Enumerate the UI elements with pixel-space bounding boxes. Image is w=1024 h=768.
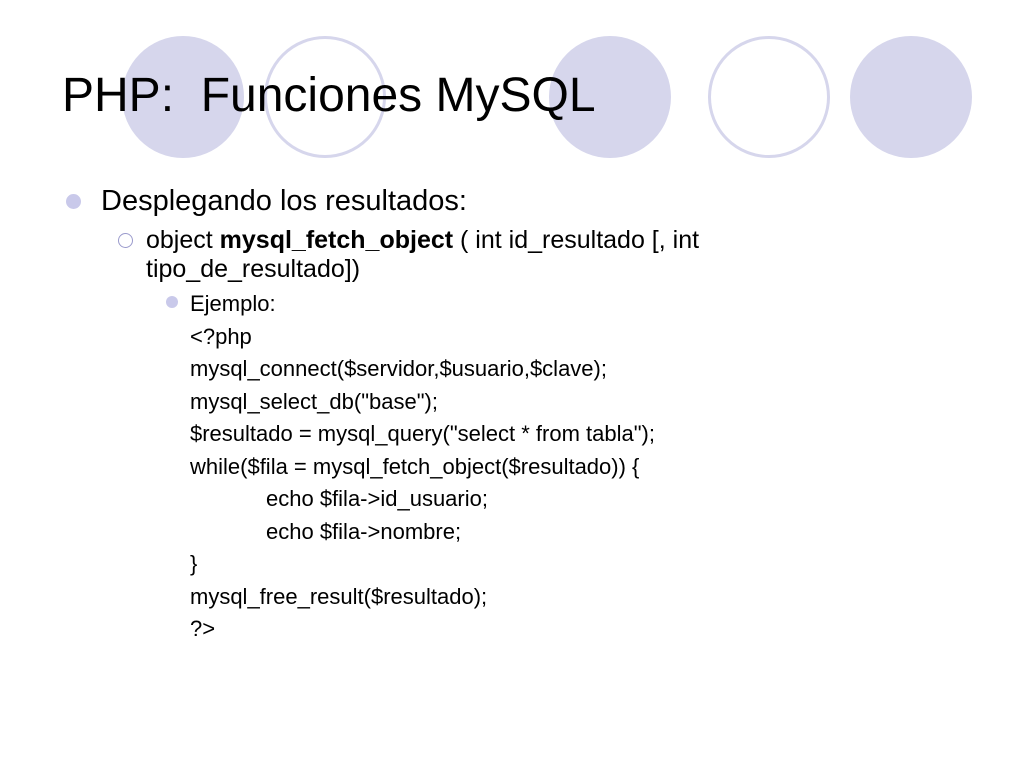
bullet-dot-icon xyxy=(166,296,178,308)
bullet-dot-icon xyxy=(66,193,81,209)
decorative-circle-ring xyxy=(708,36,830,158)
code-line: echo $fila->id_usuario; xyxy=(266,486,488,511)
code-line: } xyxy=(190,551,198,576)
bullet-level-2: object mysql_fetch_object ( int id_resul… xyxy=(118,226,818,284)
code-example: Ejemplo: <?php mysql_connect($servidor,$… xyxy=(190,288,866,646)
code-line: $resultado = mysql_query("select * from … xyxy=(190,421,655,446)
bullet-level-1: Desplegando los resultados: xyxy=(66,183,467,219)
decorative-circle-filled xyxy=(850,36,972,158)
code-line: mysql_free_result($resultado); xyxy=(190,583,488,609)
decorative-circle-ring xyxy=(264,36,386,158)
slide-title: PHP: Funciones MySQL xyxy=(62,69,596,122)
return-type: object xyxy=(146,226,220,254)
code-line: echo $fila->nombre; xyxy=(266,518,462,544)
bullet-level-1-text: Desplegando los resultados: xyxy=(101,185,467,217)
code-line: ?> xyxy=(190,616,216,641)
function-signature: ( int id_resultado [, int tipo_de_result… xyxy=(146,226,700,283)
bullet-level-2-text: object mysql_fetch_object ( int id_resul… xyxy=(146,226,818,284)
code-line: mysql_select_db("base"); xyxy=(190,388,438,414)
bullet-ring-icon xyxy=(118,233,133,248)
function-name: mysql_fetch_object xyxy=(219,226,454,254)
code-line: mysql_connect($servidor,$usuario,$clave)… xyxy=(190,356,607,381)
decorative-circle-filled xyxy=(122,36,244,158)
bullet-level-3: Ejemplo: <?php mysql_connect($servidor,$… xyxy=(166,288,866,646)
example-label: Ejemplo: xyxy=(190,291,276,316)
code-line: while($fila = mysql_fetch_object($result… xyxy=(190,453,640,479)
decorative-circle-filled xyxy=(549,36,671,158)
code-line: <?php xyxy=(190,323,252,349)
